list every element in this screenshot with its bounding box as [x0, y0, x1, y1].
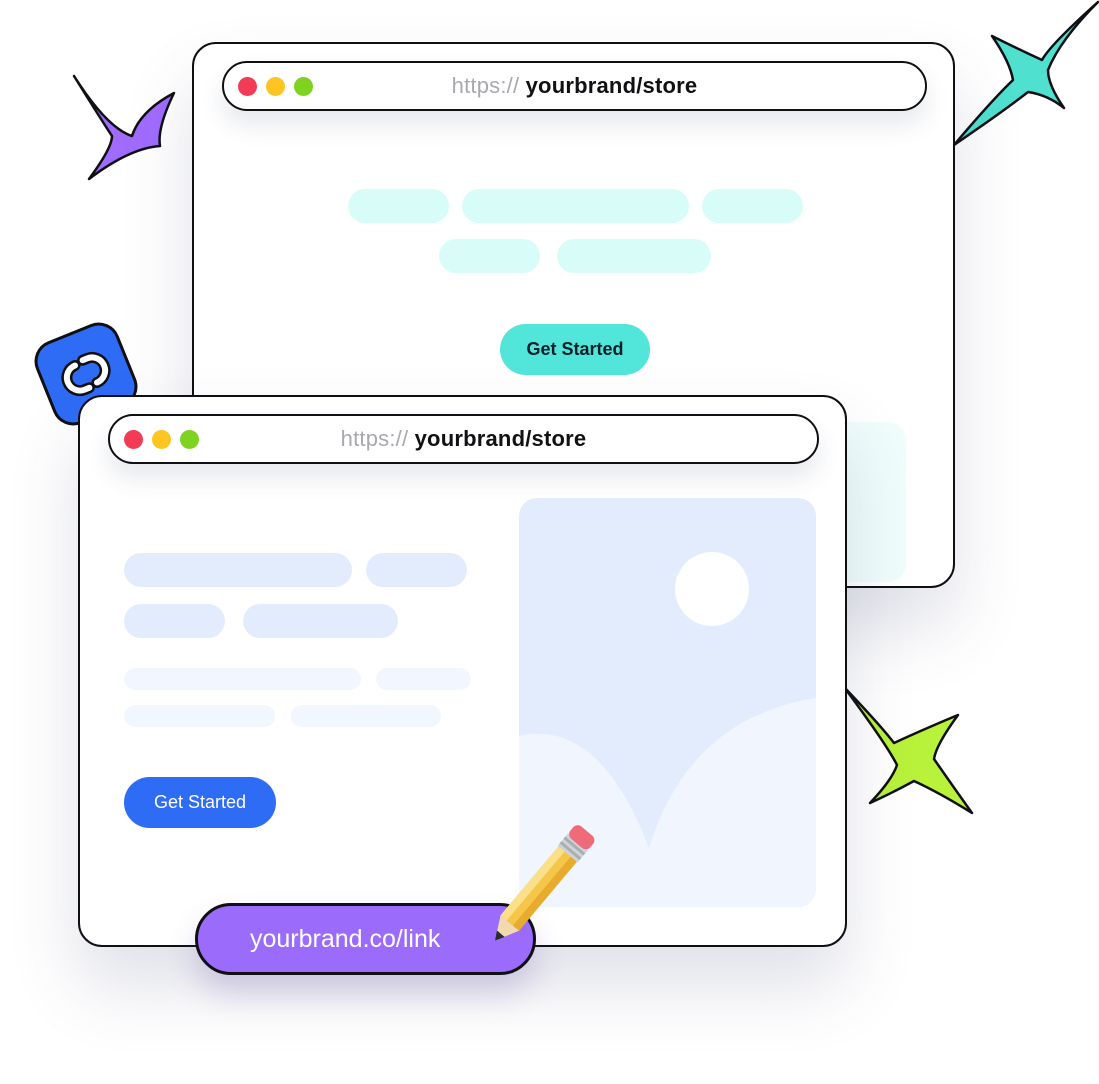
- pencil-icon: [495, 825, 595, 941]
- url-protocol: https://: [451, 73, 520, 98]
- sparkle-teal-icon: [952, 0, 1099, 147]
- maximize-dot[interactable]: [294, 77, 313, 96]
- placeholder-line: [124, 705, 275, 727]
- minimize-dot[interactable]: [266, 77, 285, 96]
- placeholder-bar: [348, 189, 449, 223]
- placeholder-line: [124, 668, 361, 690]
- placeholder-bar: [366, 553, 467, 587]
- placeholder-bar: [439, 239, 540, 273]
- url-path: yourbrand/store: [414, 426, 587, 451]
- front-get-started-button[interactable]: Get Started: [124, 777, 276, 828]
- sparkle-lime-icon: [842, 685, 974, 815]
- placeholder-bar: [557, 239, 711, 273]
- back-get-started-button[interactable]: Get Started: [500, 324, 650, 375]
- back-url: https:// yourbrand/store: [224, 63, 925, 108]
- placeholder-bar: [124, 604, 225, 638]
- placeholder-bar: [124, 553, 352, 587]
- maximize-dot[interactable]: [180, 430, 199, 449]
- placeholder-bar: [462, 189, 689, 223]
- front-address-bar[interactable]: https:// yourbrand/store: [108, 414, 819, 464]
- sparkle-purple-icon: [72, 74, 176, 181]
- close-dot[interactable]: [124, 430, 143, 449]
- url-path: yourbrand/store: [525, 73, 698, 98]
- minimize-dot[interactable]: [152, 430, 171, 449]
- placeholder-line: [291, 705, 441, 727]
- front-browser-window: https:// yourbrand/store Get Started: [78, 395, 847, 947]
- short-link-label: yourbrand.co/link: [250, 925, 441, 953]
- short-link-pill[interactable]: yourbrand.co/link: [195, 903, 536, 975]
- close-dot[interactable]: [238, 77, 257, 96]
- image-placeholder-icon: [519, 498, 816, 907]
- back-address-bar[interactable]: https:// yourbrand/store: [222, 61, 927, 111]
- placeholder-line: [376, 668, 471, 690]
- front-url: https:// yourbrand/store: [110, 416, 817, 461]
- placeholder-bar: [243, 604, 398, 638]
- url-protocol: https://: [340, 426, 409, 451]
- placeholder-bar: [702, 189, 803, 223]
